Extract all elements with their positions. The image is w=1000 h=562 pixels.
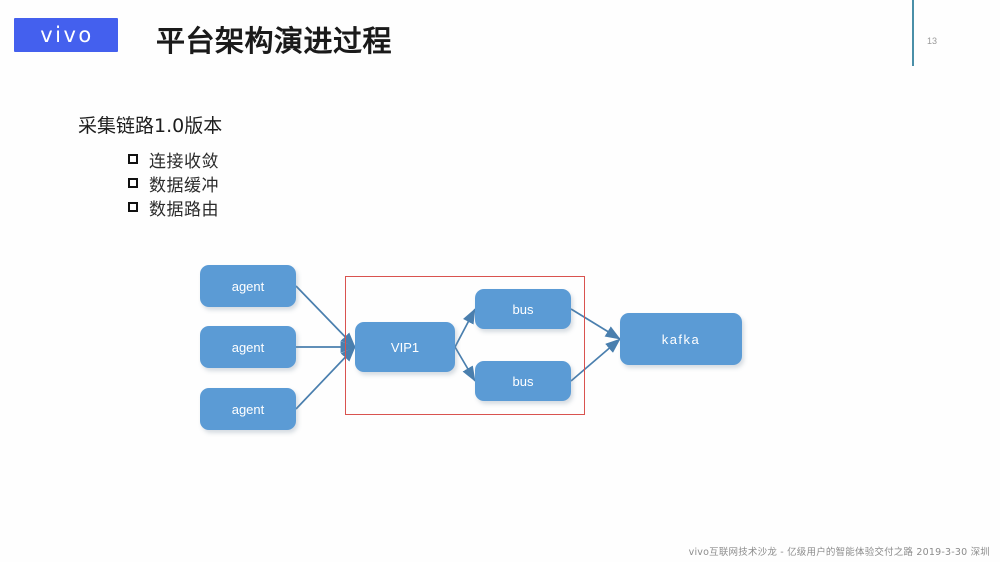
diagram-node-label: bus <box>512 373 534 389</box>
diagram-node-agent-1[interactable]: agent <box>200 265 296 307</box>
diagram-node-agent-2[interactable]: agent <box>200 326 296 368</box>
diagram-node-label: bus <box>512 301 534 317</box>
bullet-list: 连接收敛 数据缓冲 数据路由 <box>128 147 219 220</box>
vip-bus-group-box <box>345 276 585 415</box>
square-bullet-icon <box>128 178 138 188</box>
header-vertical-rule <box>912 0 914 66</box>
list-item-label: 数据缓冲 <box>149 175 219 196</box>
diagram-node-bus-1[interactable]: bus <box>475 289 571 329</box>
square-bullet-icon <box>128 202 138 212</box>
slide-footer: vivo互联网技术沙龙 - 亿级用户的智能体验交付之路 2019-3-30 深圳 <box>688 547 990 558</box>
list-item: 数据缓冲 <box>128 171 219 196</box>
diagram-node-bus-2[interactable]: bus <box>475 361 571 401</box>
list-item: 连接收敛 <box>128 147 219 172</box>
list-item-label: 数据路由 <box>149 199 219 220</box>
diagram-node-label: agent <box>231 278 265 294</box>
vivo-logo: vivo <box>14 18 118 52</box>
diagram-node-label: agent <box>231 401 265 417</box>
list-item: 数据路由 <box>128 195 219 220</box>
diagram-node-label: VIP1 <box>390 339 420 355</box>
square-bullet-icon <box>128 154 138 164</box>
diagram-node-label: kafka <box>661 331 701 347</box>
section-title: 采集链路1.0版本 <box>78 115 223 137</box>
diagram-node-label: agent <box>231 339 265 355</box>
diagram-node-vip1[interactable]: VIP1 <box>355 322 455 372</box>
vivo-logo-text: vivo <box>40 22 94 47</box>
diagram-node-kafka[interactable]: kafka <box>620 313 742 365</box>
page-number: 13 <box>926 36 937 46</box>
slide-header: vivo 平台架构演进过程 13 <box>0 0 1000 70</box>
diagram-node-agent-3[interactable]: agent <box>200 388 296 430</box>
list-item-label: 连接收敛 <box>149 151 219 172</box>
page-title: 平台架构演进过程 <box>156 24 393 58</box>
